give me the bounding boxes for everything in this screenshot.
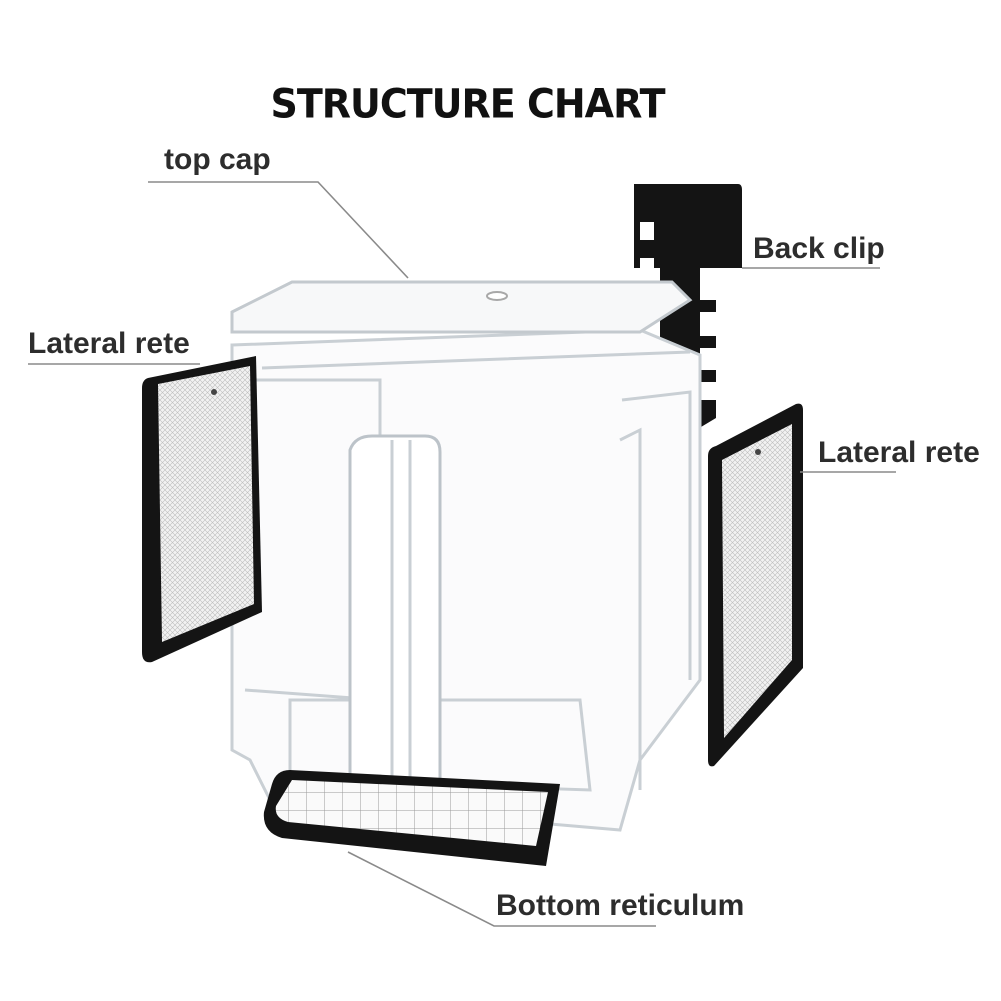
chart-title: STRUCTURE CHART — [270, 80, 665, 128]
top-cap — [230, 280, 693, 334]
label-lateral-rete-left: Lateral rete — [28, 327, 190, 360]
lateral-rete-left — [142, 356, 262, 663]
acrylic-box — [230, 328, 702, 832]
lateral-rete-right — [708, 403, 803, 767]
label-back-clip: Back clip — [753, 232, 885, 265]
label-bottom-reticulum: Bottom reticulum — [496, 889, 745, 922]
leader-lines — [28, 181, 896, 927]
leader-bottom-reticulum — [347, 851, 656, 927]
label-top-cap: top cap — [164, 143, 271, 176]
label-lateral-rete-right: Lateral rete — [818, 436, 980, 469]
bottom-reticulum — [263, 770, 560, 866]
leader-top-cap — [148, 181, 409, 279]
